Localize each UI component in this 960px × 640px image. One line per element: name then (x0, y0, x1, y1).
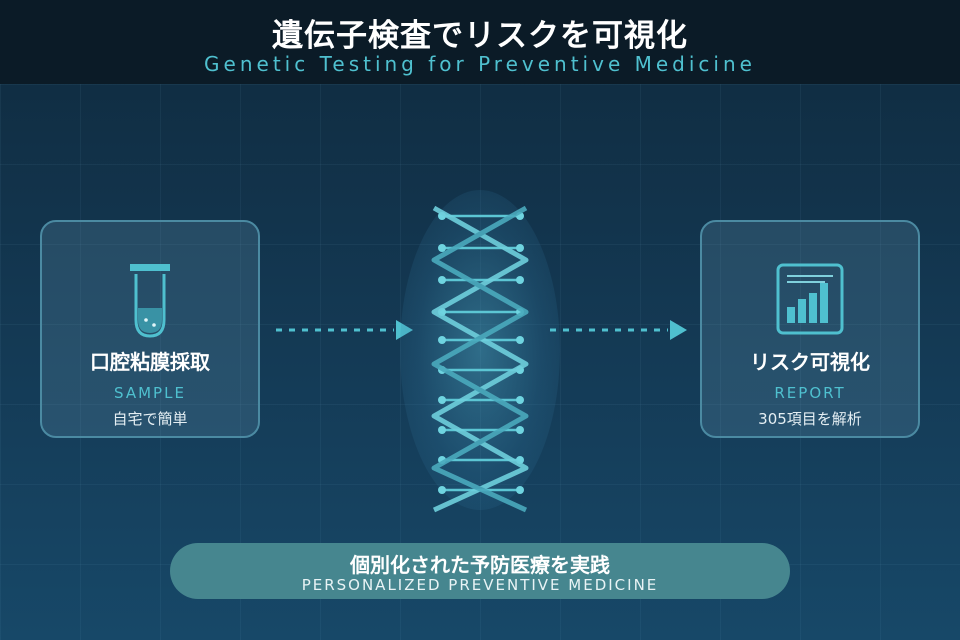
header: 遺伝子検査でリスクを可視化 Genetic Testing for Preven… (0, 0, 960, 84)
footer-subtitle: PERSONALIZED PREVENTIVE MEDICINE (301, 576, 659, 594)
sample-step-desc: 自宅で簡単 (112, 410, 188, 428)
footer-title: 個別化された予防医療を実践 (350, 553, 610, 577)
sample-step-en: SAMPLE (114, 384, 186, 402)
dna-helix-icon (431, 205, 529, 513)
test-tube-icon (42, 262, 258, 346)
bar-chart-report-icon (702, 262, 918, 340)
report-step-desc: 305項目を解析 (758, 410, 862, 428)
footer-banner: 個別化された予防医療を実践 PERSONALIZED PREVENTIVE ME… (170, 543, 790, 599)
page-title: 遺伝子検査でリスクを可視化 (272, 18, 688, 54)
flow-arrow-left (276, 320, 413, 340)
page-subtitle: Genetic Testing for Preventive Medicine (204, 52, 756, 76)
sample-step-name: 口腔粘膜採取 (90, 350, 210, 374)
flow-arrow-right (550, 320, 687, 340)
dna-glow (400, 190, 560, 510)
report-card: リスク可視化 REPORT 305項目を解析 (700, 220, 920, 438)
sample-card: 口腔粘膜採取 SAMPLE 自宅で簡単 (40, 220, 260, 438)
report-step-en: REPORT (774, 384, 846, 402)
report-step-name: リスク可視化 (750, 350, 870, 374)
